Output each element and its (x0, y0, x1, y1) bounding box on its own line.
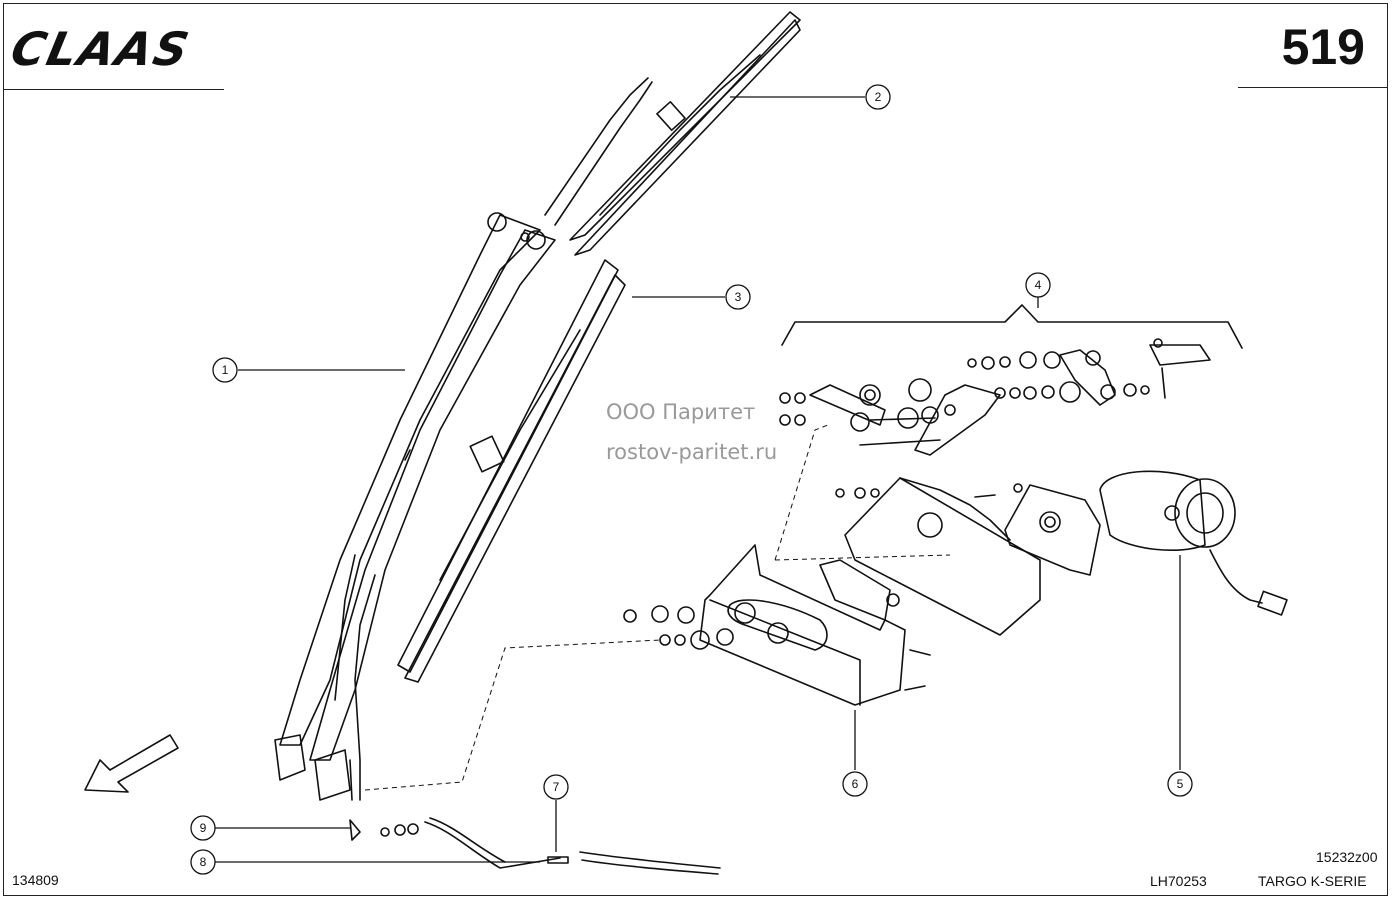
callout-1: 1 (212, 357, 238, 383)
footer-left-code: 134809 (12, 872, 59, 888)
svg-text:5: 5 (1177, 777, 1184, 791)
callout-2: 2 (865, 84, 891, 110)
callout-3: 3 (725, 284, 751, 310)
svg-text:2: 2 (875, 90, 882, 104)
footer-diagram-code: 15232z00 (1316, 849, 1378, 865)
footer-series: TARGO K-SERIE (1258, 873, 1367, 889)
callout-7: 7 (543, 774, 569, 800)
callout-9: 9 (190, 815, 216, 841)
callout-6: 6 (842, 771, 868, 797)
page-frame (3, 3, 1388, 896)
svg-text:4: 4 (1035, 278, 1042, 292)
wiper-motor (1099, 470, 1288, 616)
watermark-url: rostov-paritet.ru (606, 440, 778, 464)
callout-4: 4 (1025, 272, 1051, 298)
group-bracket (781, 304, 1243, 349)
svg-text:7: 7 (553, 780, 560, 794)
wiper-blade-lower (397, 259, 626, 683)
direction-arrow-icon (84, 734, 179, 793)
svg-text:8: 8 (200, 855, 207, 869)
svg-text:3: 3 (735, 290, 742, 304)
page-number: 519 (1281, 19, 1365, 75)
callout-leaders (215, 96, 1181, 863)
wiper-blade-upper (569, 11, 801, 256)
svg-text:1: 1 (222, 363, 229, 377)
washer-hose-assembly (349, 817, 721, 875)
mounting-bracket (623, 544, 931, 706)
wiper-arm (274, 77, 653, 801)
header-rule-left (4, 89, 224, 90)
motor-mount-plates (835, 477, 1101, 636)
footer-drawing-code: LH70253 (1150, 873, 1207, 889)
dashed-leaders (364, 424, 951, 791)
watermark-company: ООО Паритет (606, 400, 756, 424)
callout-8: 8 (190, 849, 216, 875)
callouts: 1 2 3 4 5 6 7 8 9 (190, 84, 1193, 875)
linkage-set (779, 338, 1211, 456)
svg-text:6: 6 (852, 777, 859, 791)
svg-text:9: 9 (200, 821, 207, 835)
callout-5: 5 (1167, 771, 1193, 797)
header-rule-right (1238, 87, 1388, 88)
